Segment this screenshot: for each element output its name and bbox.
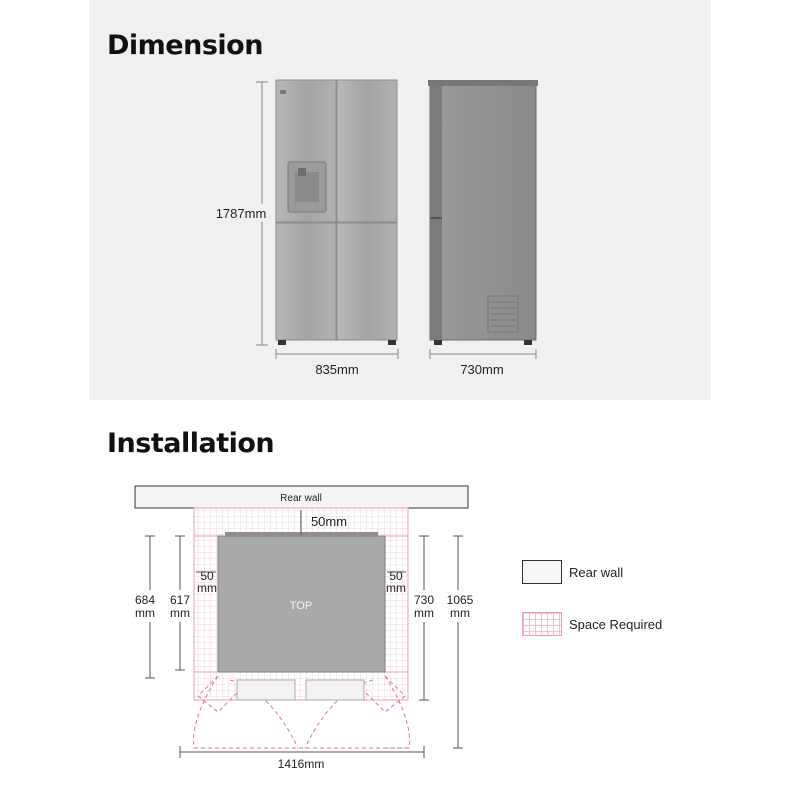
legend-rear-wall-label: Rear wall [569,565,624,580]
top-label: TOP [290,600,312,612]
depth-label: 730mm [460,362,503,377]
left-gap-value: 50 [200,569,214,583]
dim-1065-unit: mm [450,606,470,620]
open-width-label: 1416mm [278,757,325,771]
dim-730-unit: mm [414,606,434,620]
dispenser-cavity [295,172,319,202]
fridge-front-view [275,79,398,345]
rear-vent [487,295,519,333]
width-dimension-line [275,349,399,359]
fridge-bottom-left-drawer [275,222,337,341]
dim-617-value: 617 [170,593,190,607]
dim-684-value: 684 [135,593,155,607]
fridge-side-body [429,81,537,341]
left-gap-unit: mm [197,581,217,595]
fridge-door-edge [430,82,442,340]
right-depth-dimension-lines [419,535,463,749]
right-gap-unit: mm [386,581,406,595]
dim-617-unit: mm [170,606,190,620]
top-gap-label: 50mm [311,514,347,529]
legend-space-required-label: Space Required [569,617,663,632]
dimension-title: Dimension [107,30,263,61]
installation-title: Installation [107,428,275,459]
fridge-top-right-door [336,79,398,223]
legend-rear-wall-swatch [522,560,562,584]
dim-730-value: 730 [414,593,434,607]
depth-dimension-line [429,349,537,359]
open-width-dimension-line [179,746,425,758]
fridge-top-view [217,535,386,673]
dimension-panel [89,0,711,400]
rear-wall-label: Rear wall [280,493,322,504]
dim-1065-value: 1065 [447,593,474,607]
left-depth-dimension-lines [145,535,185,679]
drawer-right-open [305,679,365,701]
height-dimension-line [210,81,268,346]
fridge-side-view [428,80,538,345]
height-label: 1787mm [216,206,267,221]
dim-684-unit: mm [135,606,155,620]
drawer-left-open [236,679,296,701]
fridge-bottom-right-drawer [336,222,398,341]
brand-logo-icon [280,90,286,94]
width-label: 835mm [315,362,358,377]
legend-space-required-swatch [522,612,562,636]
right-gap-value: 50 [389,569,403,583]
